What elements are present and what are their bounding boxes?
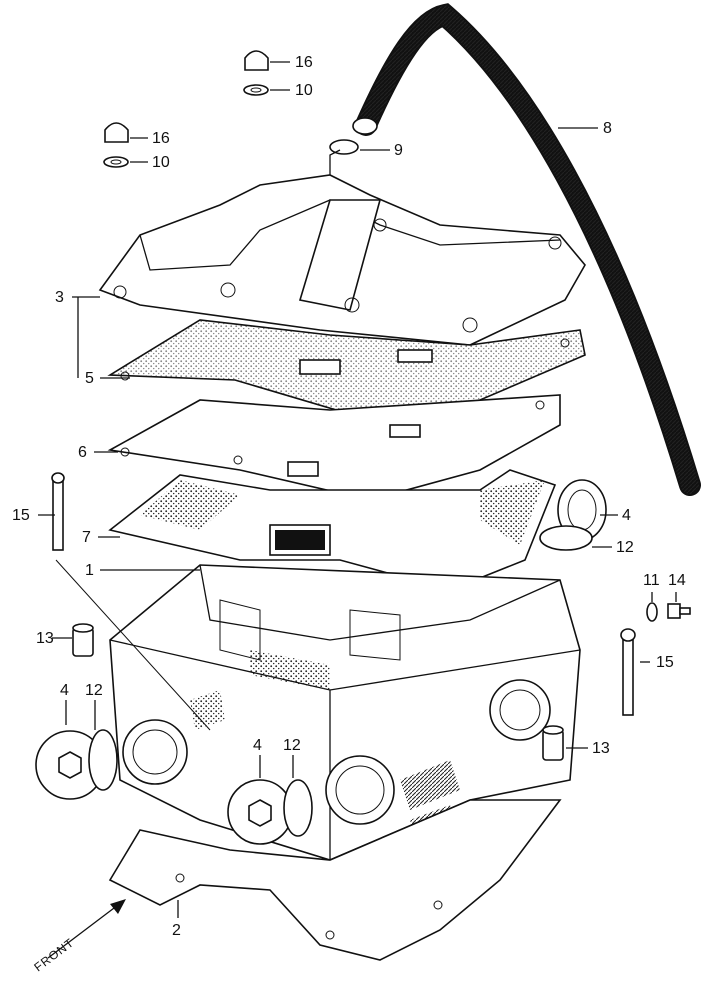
front-direction-arrow: FRONT: [31, 899, 126, 974]
callout-6: 6: [78, 444, 87, 461]
cylinder-head-gasket: [108, 799, 562, 961]
breather-hose: [352, 3, 701, 496]
hose-clip: [329, 139, 359, 155]
callout-16-lower: 16: [152, 130, 170, 147]
cap-plug-left: [35, 729, 118, 800]
callout-13-left: 13: [36, 630, 54, 647]
inner-gasket: [107, 394, 561, 501]
callout-2: 2: [172, 922, 181, 939]
callout-10-lower: 10: [152, 154, 170, 171]
callout-7: 7: [82, 529, 91, 546]
cylinder-head-cover: [98, 149, 586, 346]
cap-nut-lower: [103, 122, 129, 168]
front-label: FRONT: [31, 935, 76, 974]
callout-15-right: 15: [656, 654, 674, 671]
callout-12-right: 12: [616, 539, 634, 556]
cap-nut-upper: [243, 50, 269, 96]
callout-1: 1: [85, 562, 94, 579]
callout-5: 5: [85, 370, 94, 387]
cover-gasket: [107, 319, 586, 421]
callout-12-left: 12: [85, 682, 103, 699]
dowel-right: [542, 725, 564, 761]
sealing-washer: [646, 602, 658, 622]
callout-10-upper: 10: [295, 82, 313, 99]
callout-8: 8: [603, 120, 612, 137]
callout-4-right: 4: [622, 507, 631, 524]
callout-3: 3: [55, 289, 64, 306]
callout-labels: 16 10 16 10 9 8 3 5 6 15 7 4 1 12 11 14 …: [12, 54, 686, 939]
small-bolt: [667, 603, 691, 619]
cap-plug-center: [227, 779, 313, 845]
callout-15-left: 15: [12, 507, 30, 524]
callout-16-upper: 16: [295, 54, 313, 71]
head-top-gasket: [108, 469, 557, 591]
callout-4-center: 4: [253, 737, 262, 754]
bolt-right: [620, 628, 636, 716]
callout-11: 11: [643, 572, 660, 589]
leader-lines: [38, 61, 677, 918]
dowel-left: [72, 623, 94, 657]
callout-13-right: 13: [592, 740, 610, 757]
callout-14: 14: [668, 572, 686, 589]
callout-9: 9: [394, 142, 403, 159]
callout-4-left: 4: [60, 682, 69, 699]
cap-plug-right: [539, 479, 607, 551]
bolt-left: [51, 472, 65, 551]
callout-12-center: 12: [283, 737, 301, 754]
